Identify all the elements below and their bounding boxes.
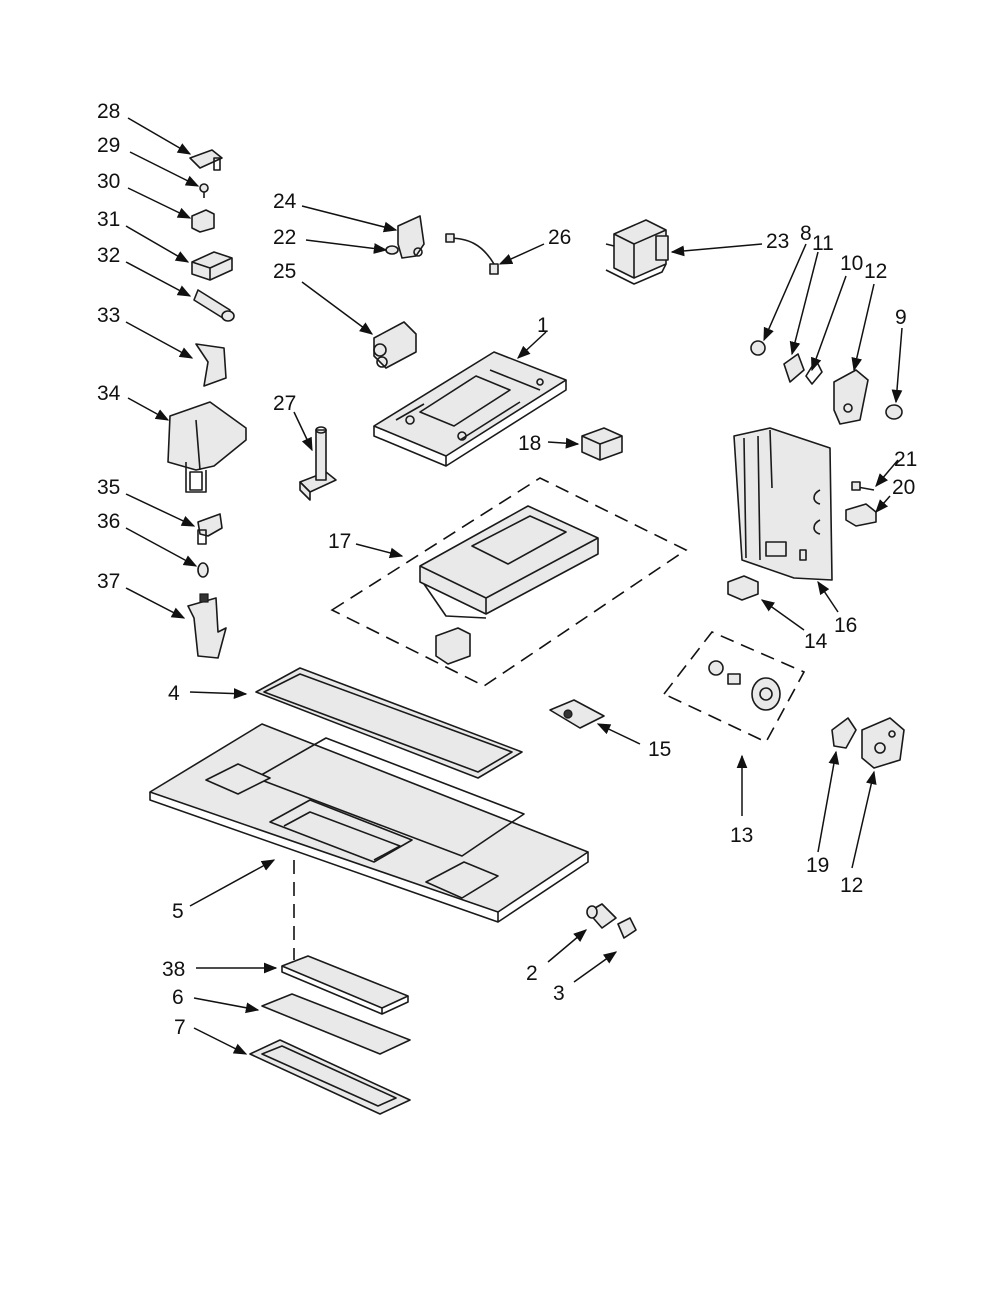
callout-35: 35 [97,476,120,499]
callout-31: 31 [97,208,120,231]
callout-24: 24 [273,190,297,213]
callout-13: 13 [730,824,753,847]
part-23-transformer [605,219,669,285]
callout-36: 36 [97,510,120,533]
part-15-plate [549,699,605,729]
callout-3: 3 [553,982,565,1005]
callout-27: 27 [273,392,296,415]
part-37-motor [187,593,227,659]
callout-6: 6 [172,986,184,1009]
callout-32: 32 [97,244,120,267]
callout-26: 26 [548,226,571,249]
part-36-grommet [197,562,209,578]
callout-30: 30 [97,170,120,193]
part-25-capacitor [373,321,417,369]
callout-2: 2 [526,962,538,985]
callout-7: 7 [174,1016,186,1039]
part-34-fan-housing [167,401,247,493]
part-27-fuse-holder [299,426,337,501]
part-21-screw [851,481,875,491]
callout-29: 29 [97,134,120,157]
callout-21: 21 [894,448,917,471]
part-17-assembly [330,477,688,687]
part-31-block [191,251,233,281]
callout-28: 28 [97,100,120,123]
callout-17: 17 [328,530,351,553]
leader-lines [125,117,903,1055]
part-4-filter [255,667,523,779]
part-7-vent-frame [249,1039,411,1115]
callout-38: 38 [162,958,185,981]
callout-37: 37 [97,570,120,593]
part-14-block [727,575,759,601]
part-12-door-switch-bottom [861,717,905,769]
part-30-clip [191,209,215,233]
callout-33: 33 [97,304,120,327]
part-19-switch [831,717,857,749]
part-38-duct [281,955,409,1015]
part-22-clip [385,245,399,255]
part-16-control-bracket [733,427,833,581]
callout-10: 10 [840,252,863,275]
part-6-panel [261,993,411,1055]
callout-9: 9 [895,306,907,329]
callout-11: 11 [812,232,834,255]
part-29-screw [199,183,209,198]
part-24-bracket [397,215,425,259]
part-18-box [581,427,623,461]
part-32-cylinder [193,289,235,322]
callout-15: 15 [648,738,671,761]
part-28-bracket [189,149,223,171]
callout-23: 23 [766,230,789,253]
part-9-cap [885,404,903,420]
part-1-chassis [373,351,567,467]
callout-12-top: 12 [864,260,887,283]
part-33-shield [195,343,227,387]
callout-14: 14 [804,630,828,653]
part-13-assembly [662,631,806,744]
callout-16: 16 [834,614,857,637]
callout-8: 8 [800,222,812,245]
part-12-door-switch-top [833,369,869,425]
callout-5: 5 [172,900,184,923]
part-26-wire [445,233,499,275]
part-3-holder [617,917,637,939]
part-8-knob [750,340,766,356]
callout-22: 22 [273,226,296,249]
part-5-bottom-plate [149,723,589,923]
part-35-bracket [197,513,223,545]
part-20-switch [845,503,877,527]
callout-labels: 1 2 3 4 5 6 7 8 9 10 11 12 12 13 14 15 1… [97,100,917,1039]
callout-4: 4 [168,682,180,705]
callout-19: 19 [806,854,829,877]
callout-12-bottom: 12 [840,874,863,897]
callout-25: 25 [273,260,296,283]
part-2-fuse [586,903,617,929]
callout-1: 1 [537,314,549,337]
part-11-spring [783,353,805,383]
callout-34: 34 [97,382,121,405]
callout-20: 20 [892,476,915,499]
callout-18: 18 [518,432,541,455]
